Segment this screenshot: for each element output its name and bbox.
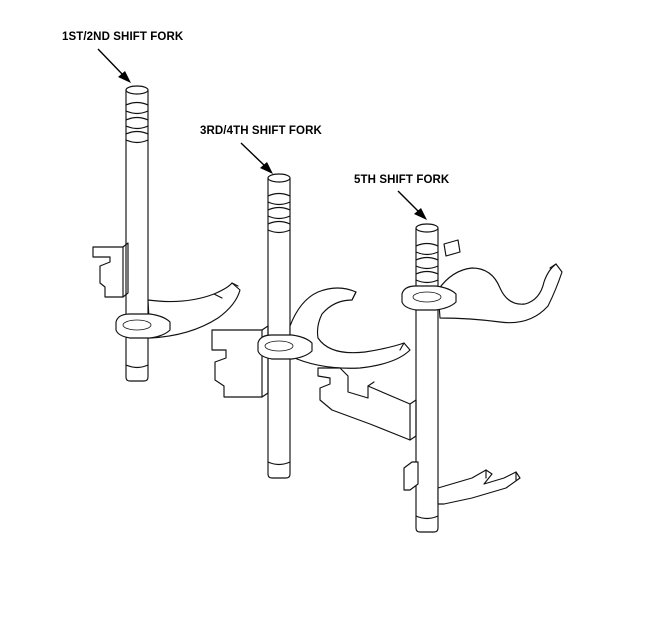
shift-fork-1st-2nd	[92, 85, 241, 382]
shift-fork-3rd-4th	[211, 173, 411, 479]
shift-fork-5th	[317, 223, 563, 533]
leader-arrow-1st-2nd	[97, 48, 131, 83]
leader-arrow-3rd-4th	[240, 142, 273, 174]
label-3rd-4th-shift-fork: 3RD/4TH SHIFT FORK	[200, 125, 322, 137]
leader-arrow-5th	[397, 190, 427, 220]
label-1st-2nd-shift-fork: 1ST/2ND SHIFT FORK	[62, 31, 184, 43]
label-5th-shift-fork: 5TH SHIFT FORK	[354, 174, 450, 186]
